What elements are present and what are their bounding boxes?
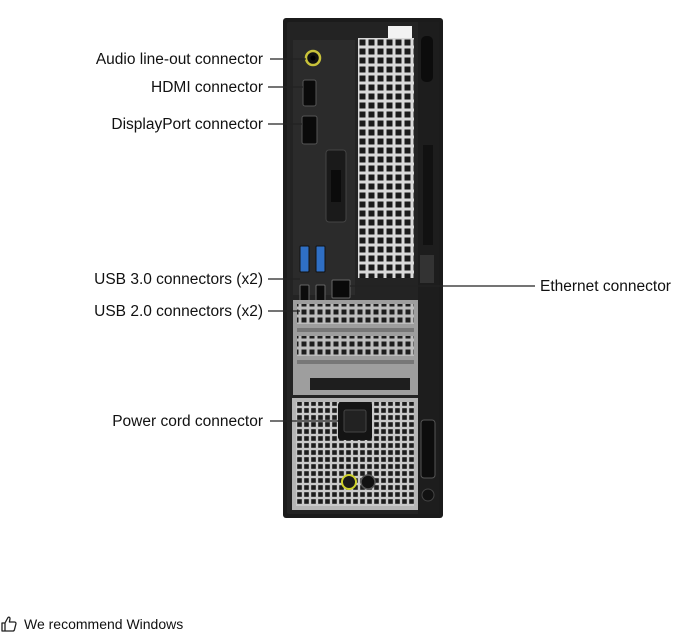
label-ethernet: Ethernet connector — [540, 278, 671, 295]
lock-slot — [388, 26, 412, 40]
leader-lines — [268, 58, 535, 422]
usb3-port — [299, 245, 310, 273]
io-panel — [293, 40, 355, 310]
ethernet-port — [331, 279, 351, 299]
expansion-slots — [293, 300, 418, 395]
label-usb2: USB 2.0 connectors (x2) — [94, 303, 263, 320]
vent-grille — [358, 38, 414, 278]
side-latch — [421, 36, 433, 82]
usb3-port — [315, 245, 326, 273]
label-hdmi: HDMI connector — [151, 79, 263, 96]
psu-handle — [420, 419, 436, 479]
psu-test-button — [341, 474, 357, 490]
label-displayport: DisplayPort connector — [111, 116, 263, 133]
thumbs-up-icon — [1, 616, 17, 632]
label-power: Power cord connector — [112, 413, 263, 430]
label-audio: Audio line-out connector — [96, 51, 263, 68]
footer-text: We recommend Windows — [24, 616, 184, 632]
displayport-port — [301, 115, 318, 145]
label-usb3: USB 3.0 connectors (x2) — [94, 271, 263, 288]
power-supply — [292, 398, 436, 510]
hdmi-port — [302, 79, 317, 107]
recommendation-footer: We recommend Windows — [0, 614, 183, 634]
